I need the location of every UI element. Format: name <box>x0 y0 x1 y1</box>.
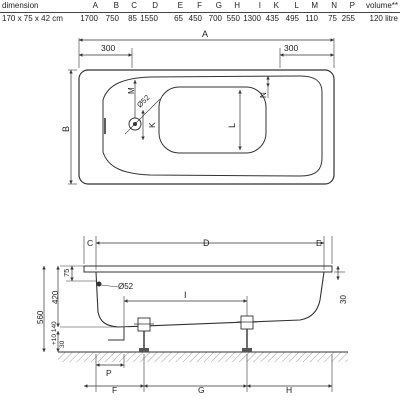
dim-L-label: L <box>227 123 237 128</box>
header-M: M <box>311 1 318 10</box>
foot-left <box>134 317 154 352</box>
dim-30b-label: 30 <box>59 340 66 348</box>
value-volume: 120 litre <box>369 14 398 23</box>
value-D: 1550 <box>140 14 158 23</box>
floor-hatching <box>58 352 348 362</box>
dim-H-label: H <box>286 385 292 395</box>
dim-420-label: 420 <box>51 290 60 304</box>
header-H: H <box>234 1 240 10</box>
top-view: Ø52 A 300 300 B N M K L <box>61 29 335 185</box>
table-header-row: dimension A B C D E F G H I K L M N P vo… <box>0 0 400 13</box>
header-dimension: dimension <box>2 1 39 10</box>
tub-bottom-outline <box>158 86 267 154</box>
dim-C-label: C <box>87 238 93 248</box>
value-B: 750 <box>105 14 119 23</box>
header-K: K <box>273 1 279 10</box>
tub-outer-rim <box>78 69 335 185</box>
value-A: 1700 <box>80 14 98 23</box>
dim-E-label: E <box>316 238 322 248</box>
dim-G-label: G <box>198 385 205 395</box>
value-P: 255 <box>341 14 355 23</box>
value-dimension: 170 x 75 x 42 cm <box>2 14 63 23</box>
dim-M-label: M <box>127 87 136 94</box>
value-N: 75 <box>328 14 337 23</box>
dim-K-label: K <box>147 122 157 128</box>
value-F: 450 <box>188 14 202 23</box>
header-C: C <box>131 1 137 10</box>
dim-300-left-label: 300 <box>101 43 115 53</box>
value-E: 65 <box>174 14 183 23</box>
header-volume: volume** <box>365 1 398 10</box>
value-L: 495 <box>285 14 299 23</box>
table-values-row: 170 x 75 x 42 cm 1700 750 85 1550 65 450… <box>0 13 400 25</box>
header-N: N <box>331 1 337 10</box>
dim-A-label: A <box>202 29 208 39</box>
dim-75-label: 75 <box>62 269 71 277</box>
value-I: 1300 <box>243 14 261 23</box>
header-G: G <box>215 1 222 10</box>
dim-D-label: D <box>203 238 210 248</box>
value-H: 550 <box>226 14 240 23</box>
overflow-diameter-label: Ø52 <box>118 282 134 291</box>
header-A: A <box>92 1 98 10</box>
dim-N-label: N <box>259 92 268 98</box>
tub-body-side <box>95 271 325 328</box>
dim-300-right-label: 300 <box>284 43 298 53</box>
dim-I-label: I <box>184 290 187 300</box>
dim-B-label: B <box>61 126 71 132</box>
dim-P-label: P <box>106 368 112 378</box>
side-view: Ø52 C D E 75 30 <box>36 236 348 395</box>
dim-30-label: 30 <box>339 295 348 304</box>
value-C: 85 <box>128 14 137 23</box>
header-I: I <box>258 1 261 10</box>
header-B: B <box>113 1 119 10</box>
header-E: E <box>177 1 183 10</box>
header-P: P <box>349 1 355 10</box>
tub-inner-outline <box>102 75 323 177</box>
dim-560-label: 560 <box>36 310 45 324</box>
value-K: 435 <box>265 14 279 23</box>
value-G: 700 <box>208 14 222 23</box>
header-L: L <box>294 1 299 10</box>
tub-rim-side <box>83 265 333 273</box>
drain-diameter-label: Ø52 <box>135 93 151 109</box>
value-M: 110 <box>305 14 318 23</box>
dim-F-label: F <box>112 385 117 395</box>
header-F: F <box>197 1 202 10</box>
header-D: D <box>152 1 158 10</box>
dim-feet-adjust-label: +10 140 <box>51 321 58 345</box>
